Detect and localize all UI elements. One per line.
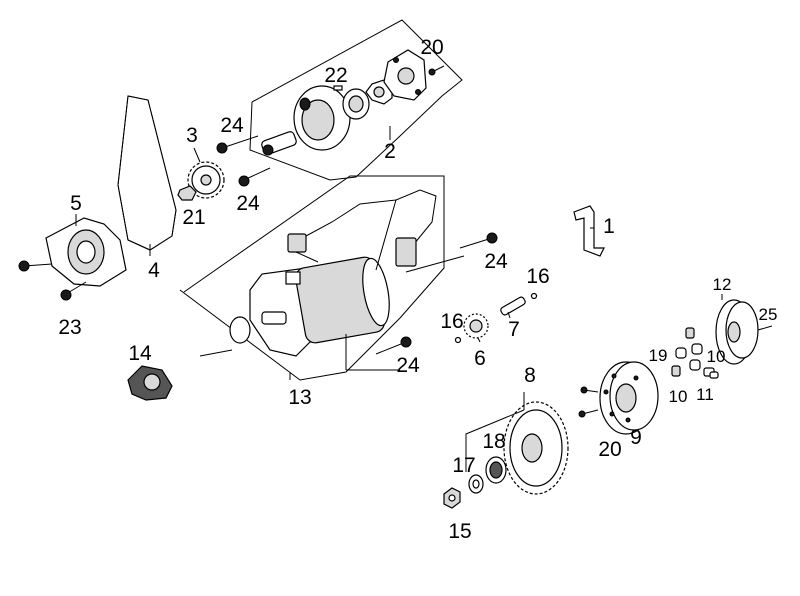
callout-10-lower: 10 — [669, 387, 688, 406]
thrust-washer — [468, 474, 484, 494]
callout-labels: 1 2 3 4 5 6 7 8 9 10 10 11 12 13 14 15 1… — [58, 36, 777, 543]
callout-18: 18 — [482, 430, 505, 453]
callout-24-starter-lower: 24 — [396, 354, 420, 377]
callout-22: 22 — [324, 64, 347, 87]
clutch-bolt-lower — [578, 409, 599, 418]
cover-pin — [757, 325, 773, 331]
oil-pump-inner-gear — [365, 79, 393, 105]
callout-23: 23 — [58, 316, 81, 339]
oil-pump-body — [261, 85, 351, 156]
drive-chain — [117, 95, 177, 251]
callout-12: 12 — [713, 275, 732, 294]
sprocket-nut — [177, 185, 197, 201]
oil-pump-rotor — [342, 88, 370, 120]
starter-clutch — [599, 361, 659, 435]
clutch-roller — [675, 347, 687, 359]
cover-screw — [428, 65, 445, 76]
callout-2: 2 — [384, 140, 396, 163]
cover-leader — [199, 349, 233, 357]
starter-wiring — [287, 189, 437, 271]
leader-lines — [75, 126, 723, 380]
oil-pump-group-outline — [249, 19, 463, 181]
callout-8: 8 — [524, 364, 536, 387]
drive-sprocket — [187, 161, 225, 199]
idle-gear — [463, 313, 489, 339]
chain-guide-plate — [45, 217, 127, 287]
clutch-bolt-upper — [580, 386, 599, 394]
callout-16-upper: 16 — [526, 265, 549, 288]
callout-6: 6 — [474, 347, 486, 370]
clutch-roller-c — [689, 359, 701, 371]
callout-7: 7 — [508, 318, 520, 341]
starter-motor-group-outline — [179, 175, 445, 381]
dowel-pin — [333, 85, 343, 91]
mounting-bracket — [573, 205, 605, 257]
callout-11: 11 — [696, 385, 714, 404]
callout-24-starter-upper: 24 — [484, 250, 508, 273]
starter-bolt-lower — [375, 336, 412, 355]
callout-20-upper: 20 — [420, 36, 443, 59]
pump-bolt-lower — [238, 167, 271, 187]
callout-25: 25 — [759, 305, 778, 324]
needle-bearing — [485, 456, 507, 484]
callout-19: 19 — [649, 346, 668, 365]
clutch-roller-b — [691, 343, 703, 355]
pump-bolt-upper — [216, 135, 259, 154]
idle-gear-shaft — [500, 296, 526, 316]
callout-21: 21 — [182, 206, 205, 229]
clutch-spring-upper — [685, 327, 695, 339]
guide-bolt-lower — [60, 281, 87, 301]
callout-15: 15 — [448, 520, 471, 543]
callout-17: 17 — [452, 454, 475, 477]
starter-cover — [127, 365, 173, 401]
gear-nut — [443, 487, 461, 509]
callout-4: 4 — [148, 259, 160, 282]
starter-bolt-upper — [459, 232, 498, 249]
gear-group-bracket — [465, 392, 525, 472]
starter-o-ring — [229, 316, 251, 344]
driven-gear — [503, 401, 569, 495]
callout-5: 5 — [70, 192, 82, 215]
pin-lower — [454, 336, 462, 344]
oil-pump-cover — [383, 49, 427, 101]
callout-10-upper: 10 — [707, 347, 726, 366]
callout-14: 14 — [128, 342, 152, 365]
callout-9: 9 — [630, 426, 642, 449]
pin-upper — [530, 292, 538, 300]
clutch-spring-lower — [671, 365, 681, 377]
callout-24-pump-upper: 24 — [220, 114, 244, 137]
callout-16-lower: 16 — [440, 310, 463, 333]
callout-13: 13 — [288, 386, 311, 409]
clutch-cap — [703, 367, 719, 379]
callout-24-pump-lower: 24 — [236, 192, 260, 215]
callout-3: 3 — [186, 124, 198, 147]
callout-20-lower: 20 — [598, 438, 621, 461]
callout-1: 1 — [603, 215, 615, 238]
guide-bolt-left — [18, 260, 53, 272]
starter-motor — [249, 256, 390, 357]
